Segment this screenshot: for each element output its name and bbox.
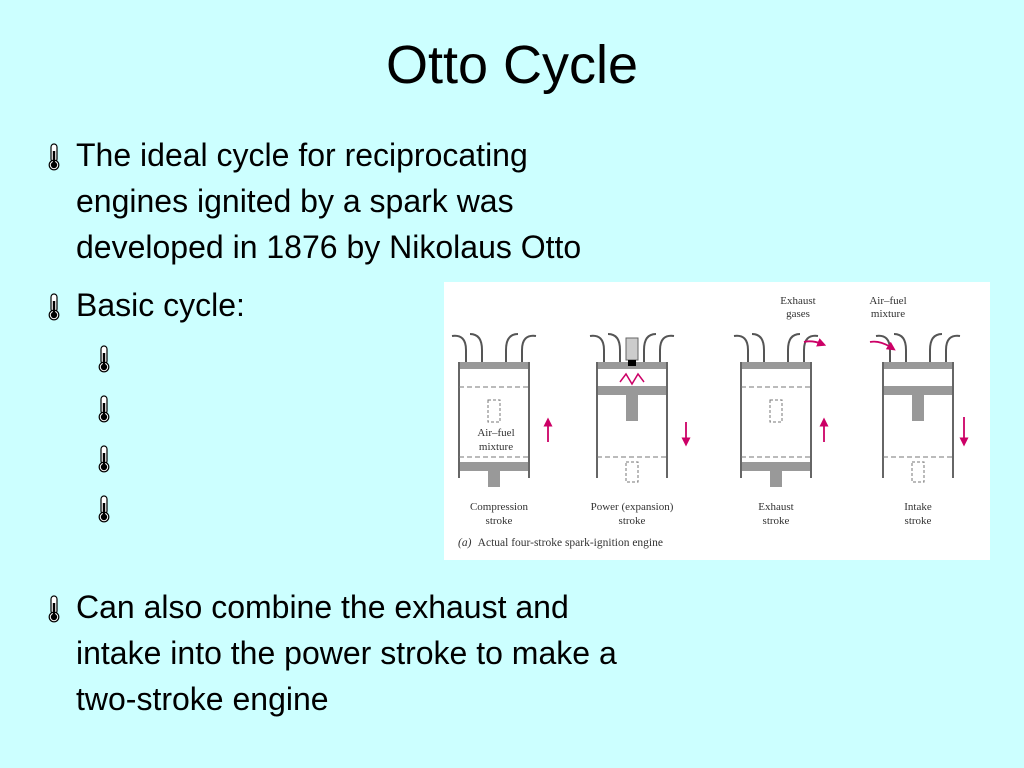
bullet-basic-cycle: Basic cycle:	[46, 282, 346, 328]
air-fuel-label: Air–fuel	[869, 295, 906, 307]
caption-letter: (a)	[458, 537, 472, 549]
four-stroke-engine-figure: Air–fuel mixture Compression stroke Powe…	[444, 282, 990, 560]
bullet-line: Can also combine the exhaust and	[76, 589, 569, 625]
air-fuel-label: mixture	[871, 308, 905, 320]
caption-text: Actual four-stroke spark-ignition engine	[478, 537, 663, 549]
thermometer-icon	[96, 445, 112, 473]
stroke-label: stroke	[905, 515, 932, 527]
stroke-label: stroke	[619, 515, 646, 527]
thermometer-icon	[96, 395, 112, 423]
stroke-label: Power (expansion)	[591, 501, 674, 513]
exhaust-gases-label: gases	[786, 308, 810, 320]
bullet-line: intake into the power stroke to make a	[76, 635, 617, 671]
engine-exhaust: Exhaust gases Exhaust stroke	[733, 295, 829, 527]
slide-title: Otto Cycle	[385, 35, 639, 95]
engine-power: Power (expansion) stroke	[589, 333, 691, 527]
stroke-label: Compression	[470, 501, 529, 513]
bullet-line: engines ignited by a spark was	[76, 183, 514, 219]
bullet-line: developed in 1876 by Nikolaus Otto	[76, 229, 582, 265]
engine-intake: Air–fuel mixture Intake stroke	[869, 295, 969, 527]
exhaust-gases-label: Exhaust	[780, 295, 815, 307]
stroke-label: stroke	[486, 515, 513, 527]
thermometer-icon	[46, 595, 62, 623]
stroke-label: Exhaust	[758, 501, 793, 513]
figure-caption: (a) Actual four-stroke spark-ignition en…	[458, 537, 663, 549]
thermometer-icon	[46, 143, 62, 171]
bullet-ideal-cycle: The ideal cycle for reciprocating engine…	[46, 132, 726, 272]
thermometer-icon	[46, 293, 62, 321]
bullet-line: two-stroke engine	[76, 681, 329, 717]
inner-label: Air–fuel	[477, 427, 514, 439]
thermometer-icon	[96, 345, 112, 373]
bullet-two-stroke: Can also combine the exhaust and intake …	[46, 584, 766, 724]
inner-label: mixture	[479, 441, 513, 453]
stroke-label: Intake	[904, 501, 932, 513]
engine-compression: Air–fuel mixture Compression stroke	[451, 333, 553, 527]
thermometer-icon	[96, 495, 112, 523]
engine-diagram: Air–fuel mixture Compression stroke Powe…	[451, 295, 969, 549]
bullet-line: Basic cycle:	[76, 287, 245, 323]
stroke-label: stroke	[763, 515, 790, 527]
bullet-line: The ideal cycle for reciprocating	[76, 137, 528, 173]
